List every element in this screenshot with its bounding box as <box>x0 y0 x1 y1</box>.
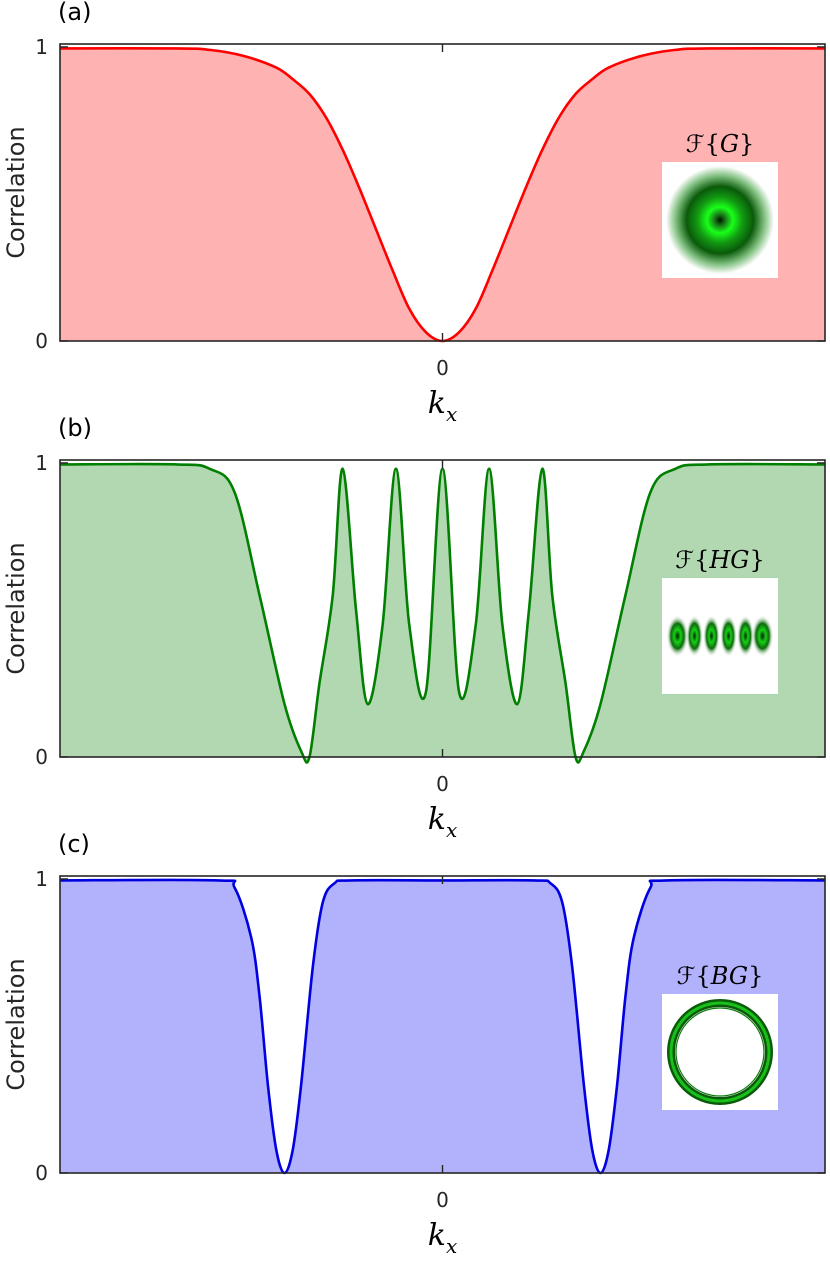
area-fill <box>60 879 825 1173</box>
inset-label: ℱ{HG} <box>675 546 765 574</box>
inset-pattern <box>751 615 774 657</box>
inset-image <box>662 994 778 1110</box>
y-tick-label: 1 <box>35 451 48 475</box>
panel-b: 0 1 0 kx Correlation (b) ℱ{HG} <box>2 414 826 842</box>
panel-label: (b) <box>58 414 92 442</box>
inset-pattern <box>737 615 754 657</box>
panel-label: (a) <box>58 0 91 26</box>
y-tick-label: 1 <box>35 867 48 891</box>
y-axis-label: Correlation <box>2 958 30 1090</box>
inset-pattern <box>666 615 689 657</box>
y-tick-label: 0 <box>35 1161 48 1185</box>
panel-c: 0 1 0 kx Correlation (c) ℱ{BG} <box>2 830 826 1258</box>
x-tick-label: 0 <box>436 1188 449 1212</box>
panel-label: (c) <box>58 830 90 858</box>
inset-pattern <box>703 615 720 657</box>
inset-pattern <box>686 615 703 657</box>
area-fill <box>60 48 825 341</box>
x-tick-label: 0 <box>436 356 449 380</box>
inset-pattern <box>675 1007 765 1097</box>
x-tick-label: 0 <box>436 772 449 796</box>
x-axis-label: kx <box>428 1218 457 1258</box>
inset-pattern <box>669 1001 771 1103</box>
inset-pattern <box>666 166 774 274</box>
inset-label: ℱ{G} <box>686 130 755 158</box>
y-axis-label: Correlation <box>2 542 30 674</box>
inset-hermite: ℱ{HG} <box>662 546 778 694</box>
y-axis-label: Correlation <box>2 126 30 258</box>
inset-bessel: ℱ{BG} <box>662 962 778 1110</box>
y-tick-label: 1 <box>35 35 48 59</box>
inset-label: ℱ{BG} <box>677 962 764 990</box>
inset-gaussian: ℱ{G} <box>662 130 778 278</box>
panel-a: 0 1 0 kx Correlation (a) ℱ{G} <box>2 0 826 426</box>
y-tick-label: 0 <box>35 745 48 769</box>
area-fill <box>60 464 825 763</box>
x-axis-label: kx <box>428 802 457 842</box>
x-axis-label: kx <box>428 386 457 426</box>
inset-pattern <box>720 615 737 657</box>
y-tick-label: 0 <box>35 329 48 353</box>
